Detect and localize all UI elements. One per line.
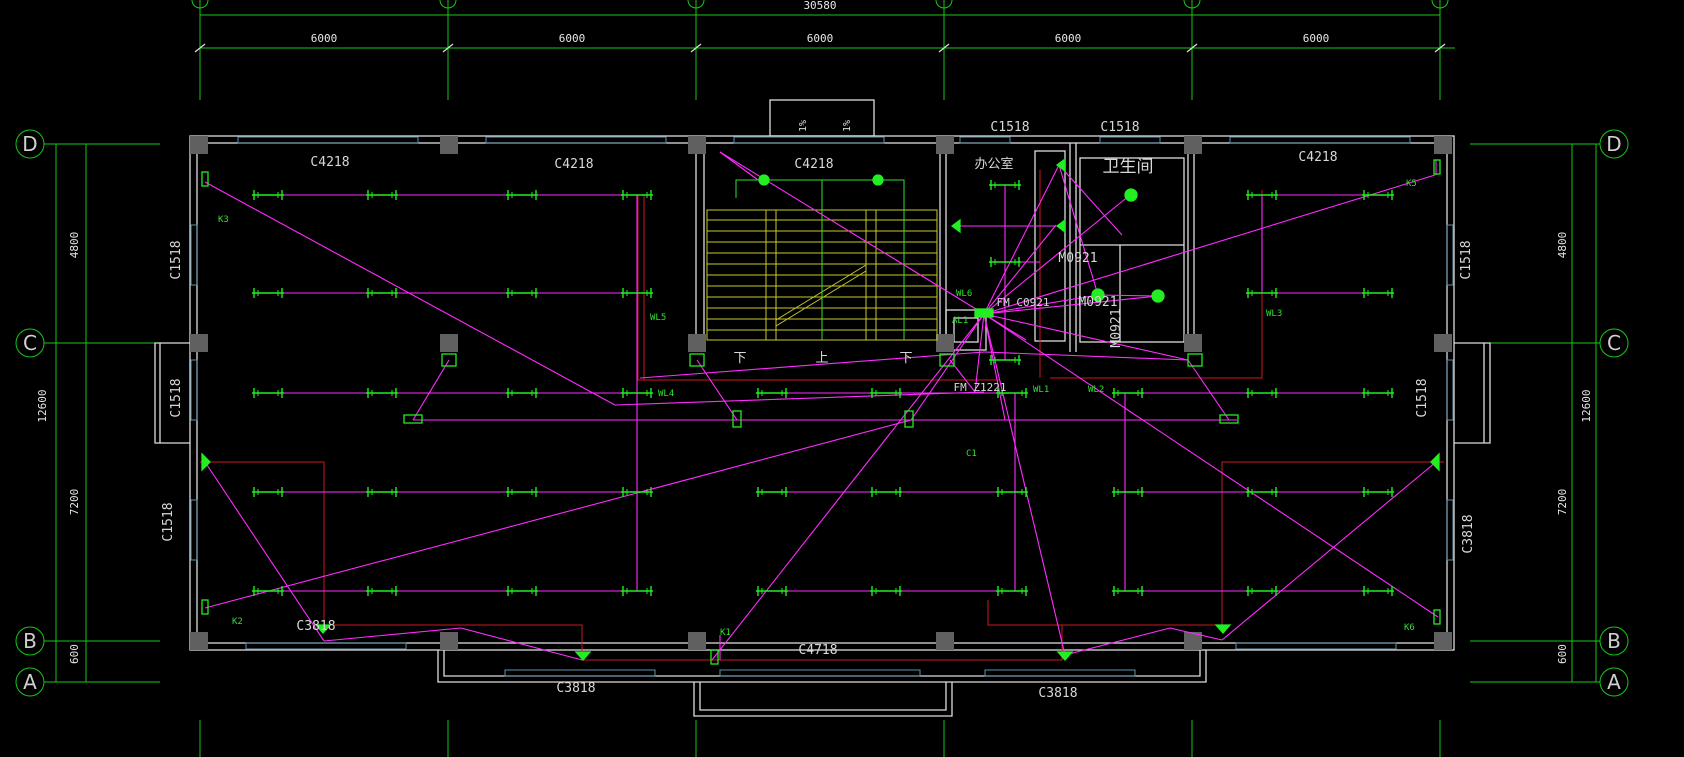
- window-label: C3818: [1461, 514, 1476, 553]
- side-dim-right-1: 4800: [1556, 232, 1569, 259]
- bay-dim-2: 6000: [559, 32, 586, 45]
- window-label: C4718: [798, 643, 837, 658]
- bay-dim-1: 6000: [311, 32, 338, 45]
- circuit-labels: WL5 WL6 WL4 WL1 WL2 WL3 C1 AL1 K3 K2 K1 …: [218, 179, 1417, 638]
- slope-label: 1%: [798, 120, 809, 132]
- bay-dim-3: 6000: [807, 32, 834, 45]
- axis-label-right-d: D: [1606, 132, 1621, 156]
- axis-label-left-b: B: [23, 629, 37, 653]
- switch-label: K6: [1404, 623, 1415, 633]
- window-label: C1518: [169, 378, 184, 417]
- circuit-label: C1: [966, 449, 977, 459]
- circuit-label: AL1: [952, 316, 968, 326]
- devices: [201, 157, 1441, 665]
- room-label-office: 办公室: [974, 156, 1013, 172]
- switch-label: K1: [720, 628, 731, 638]
- door-label: FM C0921: [997, 296, 1050, 309]
- window-label: C4218: [794, 157, 833, 172]
- window-label: C1518: [161, 502, 176, 541]
- circuit-label: WL6: [956, 289, 972, 299]
- window-label: C3818: [296, 619, 335, 634]
- circuit-label: WL4: [658, 389, 674, 399]
- circuit-label: WL1: [1033, 385, 1049, 395]
- grid-lines: [15, 0, 1629, 757]
- dimension-texts: 30580 6000 6000 6000 6000 6000 4800 1260…: [36, 0, 1593, 664]
- stair-label-up: 上: [815, 351, 828, 366]
- window-label: C4218: [310, 155, 349, 170]
- bay-dim-5: 6000: [1303, 32, 1330, 45]
- bay-dim-4: 6000: [1055, 32, 1082, 45]
- door-label: M0921: [1058, 251, 1097, 266]
- window-labels: C4218 C4218 C4218 C1518 C1518 C4218 C151…: [161, 120, 1476, 701]
- circuit-label: WL2: [1088, 385, 1104, 395]
- side-dim-left-4: 600: [68, 644, 81, 664]
- axis-label-left-d: D: [22, 132, 37, 156]
- total-dimension: 30580: [803, 0, 836, 12]
- side-dim-right-2: 12600: [1580, 389, 1593, 422]
- window-label: C4218: [554, 157, 593, 172]
- windows: [190, 136, 1454, 677]
- side-dim-left-2: 12600: [36, 389, 49, 422]
- window-label: C1518: [1415, 378, 1430, 417]
- switch-label: K5: [1406, 179, 1417, 189]
- columns: [190, 136, 1452, 650]
- axis-label-left-c: C: [23, 331, 37, 355]
- circuit-label: WL3: [1266, 309, 1282, 319]
- door-label: M0921: [1109, 308, 1124, 347]
- room-label-washroom: 卫生间: [1103, 157, 1154, 177]
- axis-labels: D C B A D C B A: [22, 132, 1621, 694]
- side-dim-right-4: 600: [1556, 644, 1569, 664]
- window-label: C1518: [1459, 240, 1474, 279]
- side-dim-left-3: 7200: [68, 489, 81, 516]
- axis-label-right-b: B: [1607, 629, 1621, 653]
- window-label: C1518: [1100, 120, 1139, 135]
- door-label: M0921: [1078, 295, 1117, 310]
- stair-label-down-2: 下: [899, 351, 912, 366]
- window-label: C1518: [990, 120, 1029, 135]
- stair-label-down: 下: [733, 351, 746, 366]
- side-dim-right-3: 7200: [1556, 489, 1569, 516]
- switch-label: K3: [218, 215, 229, 225]
- window-label: C4218: [1298, 150, 1337, 165]
- slope-label: 1%: [842, 120, 853, 132]
- side-dim-left-1: 4800: [68, 232, 81, 259]
- room-labels: 办公室 卫生间 M0921 M0921 M0921 FM C0921 FM Z1…: [733, 120, 1153, 394]
- axis-label-left-a: A: [23, 670, 37, 694]
- window-label: C1518: [169, 240, 184, 279]
- window-label: C3818: [1038, 686, 1077, 701]
- door-label: FM Z1221: [954, 381, 1007, 394]
- circuit-label: WL5: [650, 313, 666, 323]
- switch-label: K2: [232, 617, 243, 627]
- window-label: C3818: [556, 681, 595, 696]
- axis-label-right-c: C: [1607, 331, 1621, 355]
- axis-label-right-a: A: [1607, 670, 1621, 694]
